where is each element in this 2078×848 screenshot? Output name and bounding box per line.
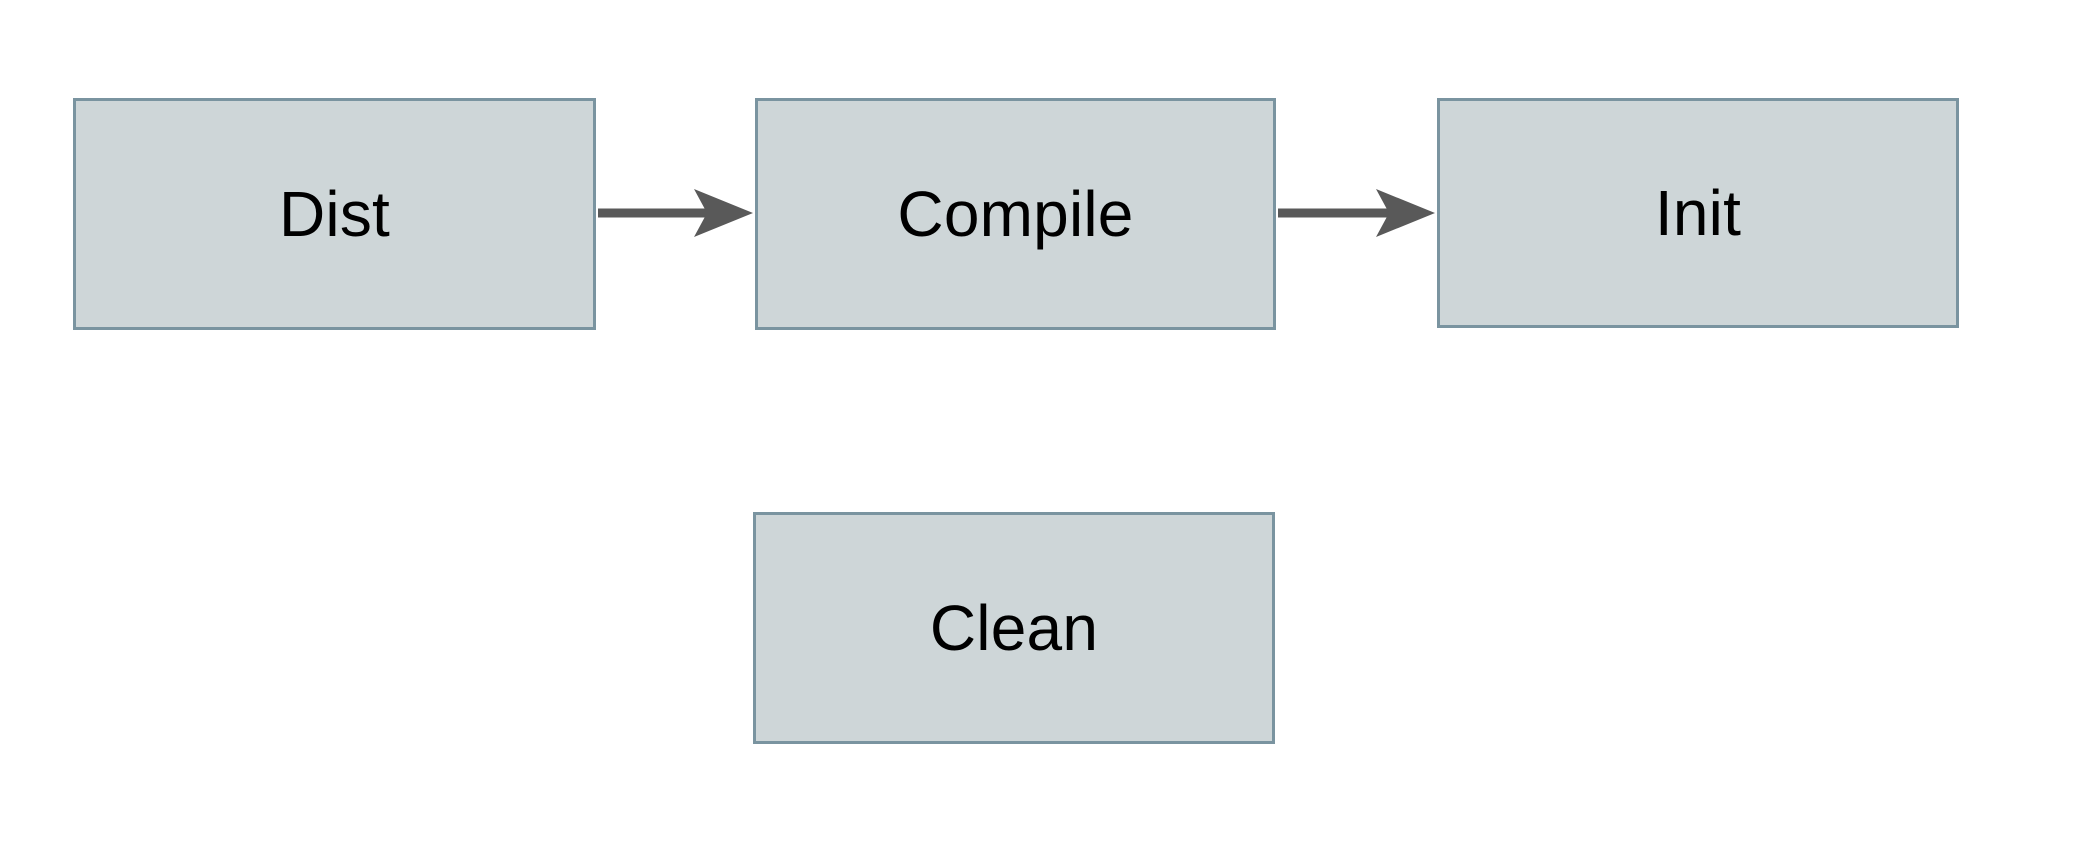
node-clean-label: Clean <box>929 592 1099 664</box>
node-compile[interactable]: Compile <box>755 98 1276 330</box>
node-dist[interactable]: Dist <box>73 98 596 330</box>
node-init-label: Init <box>1654 177 1742 249</box>
edge-dist-to-compile[interactable] <box>598 189 753 237</box>
node-init[interactable]: Init <box>1437 98 1959 328</box>
node-compile-label: Compile <box>897 178 1134 250</box>
node-clean[interactable]: Clean <box>753 512 1275 744</box>
edge-compile-to-init[interactable] <box>1278 189 1435 237</box>
node-dist-label: Dist <box>278 178 391 250</box>
